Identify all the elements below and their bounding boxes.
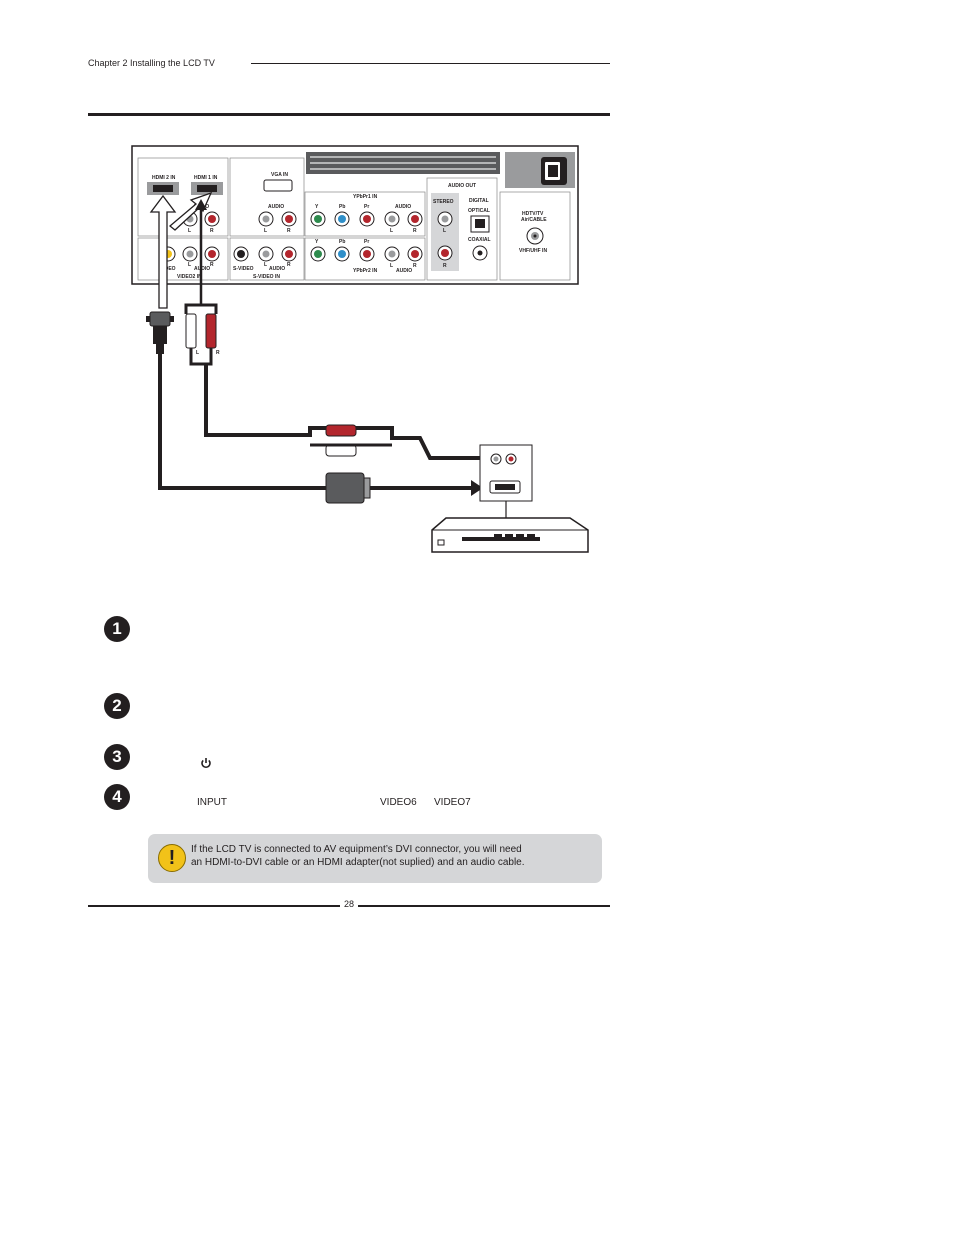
hdmi2-label: HDMI 2 IN — [152, 175, 176, 181]
power-icon — [201, 758, 211, 769]
r-label: R — [413, 263, 417, 269]
step-4-badge: 4 — [104, 784, 130, 810]
hdmi-dvi-adapter — [149, 311, 171, 327]
coaxial-label: COAXIAL — [468, 237, 491, 243]
stereo-label: STEREO — [433, 199, 454, 205]
header-rule — [251, 63, 610, 64]
connection-diagram: HDMI 2 IN HDMI 1 IN AUDIO L R VGA IN AUD… — [131, 145, 589, 553]
step-3-badge: 3 — [104, 744, 130, 770]
hdmi1-port — [197, 185, 217, 192]
ypbpr1-label: YPbPr1 IN — [353, 194, 378, 200]
optical-port — [475, 219, 485, 228]
dvi-plug — [325, 472, 365, 504]
svideo-audio-label: AUDIO — [269, 266, 285, 272]
hdmi-audio-r-jack — [204, 211, 220, 227]
power-socket-icon — [541, 157, 567, 185]
l-label: L — [443, 228, 446, 234]
r-label: R — [287, 228, 291, 234]
step-1-badge: 1 — [104, 616, 130, 642]
r-label: R — [210, 228, 214, 234]
footer-rule-left — [88, 905, 340, 907]
r-label: R — [287, 262, 291, 268]
footer-rule-right — [358, 905, 610, 907]
vga-audio-label: AUDIO — [268, 204, 284, 210]
hdtv-label: HDTV/TV — [522, 211, 544, 217]
pr-label: Pr — [364, 239, 369, 245]
hdmi1-label: HDMI 1 IN — [194, 175, 218, 181]
video6-label: VIDEO6 — [380, 797, 417, 808]
pb-label: Pb — [339, 204, 345, 210]
r-label: R — [443, 263, 447, 269]
r-label: R — [216, 350, 220, 356]
r-label: R — [210, 262, 214, 268]
ypbpr2-audio-label: AUDIO — [396, 268, 412, 274]
note-line-1: If the LCD TV is connected to AV equipme… — [191, 844, 522, 855]
exclamation-icon: ! — [158, 844, 186, 872]
rca-plug-white — [185, 313, 197, 349]
y-label: Y — [315, 239, 319, 245]
hdmi-arrow — [149, 194, 177, 309]
svideo-label: S-VIDEO — [233, 266, 254, 272]
note-text: If the LCD TV is connected to AV equipme… — [191, 844, 525, 869]
note-line-2: an HDMI-to-DVI cable or an HDMI adapter(… — [191, 856, 525, 868]
l-label: L — [390, 228, 393, 234]
audio-arrow — [195, 199, 207, 210]
air-cable-label: Air/CABLE — [521, 217, 547, 223]
page-number: 28 — [343, 899, 354, 909]
optical-label: OPTICAL — [468, 208, 490, 214]
vga-port — [263, 179, 293, 192]
svideo-in-label: S-VIDEO IN — [253, 274, 280, 280]
y-label: Y — [315, 204, 319, 210]
section-rule — [88, 113, 610, 116]
l-label: L — [196, 350, 199, 356]
l-label: L — [390, 263, 393, 269]
pr-label: Pr — [364, 204, 369, 210]
chapter-title: Chapter 2 Installing the LCD TV — [88, 58, 215, 68]
video2-label: VIDEO2 IN — [177, 274, 202, 280]
l-label: L — [264, 228, 267, 234]
input-key-label: INPUT — [197, 797, 227, 808]
pb-label: Pb — [339, 239, 345, 245]
vga-label: VGA IN — [271, 172, 288, 178]
l-label: L — [188, 262, 191, 268]
ypbpr2-label: YPbPr2 IN — [353, 268, 378, 274]
audio-out-label: AUDIO OUT — [448, 183, 476, 189]
step-2-badge: 2 — [104, 693, 130, 719]
r-label: R — [413, 228, 417, 234]
video7-label: VIDEO7 — [434, 797, 471, 808]
video-label: VIDEO — [160, 266, 176, 272]
hdmi2-port — [153, 185, 173, 192]
vhf-label: VHF/UHF IN — [519, 248, 547, 254]
l-label: L — [264, 262, 267, 268]
l-label: L — [188, 228, 191, 234]
digital-label: DIGITAL — [469, 198, 489, 204]
rca-plug-red — [205, 313, 217, 349]
note-box — [148, 834, 602, 883]
ypbpr1-audio-label: AUDIO — [395, 204, 411, 210]
